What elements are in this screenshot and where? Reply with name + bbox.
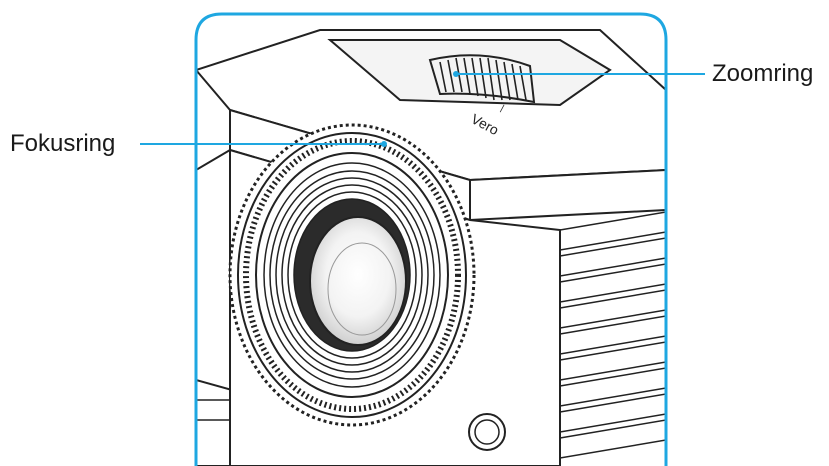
svg-text:|: | bbox=[499, 103, 506, 113]
frame-border bbox=[194, 12, 668, 466]
zoom-ring-label: Zoomring bbox=[712, 60, 814, 87]
focus-ring bbox=[228, 123, 476, 427]
lens-glass bbox=[309, 216, 407, 346]
projector-body: Vero | bbox=[196, 14, 666, 466]
zoom-recess bbox=[327, 39, 612, 107]
focus-ring-label: Fokusring bbox=[10, 130, 116, 157]
